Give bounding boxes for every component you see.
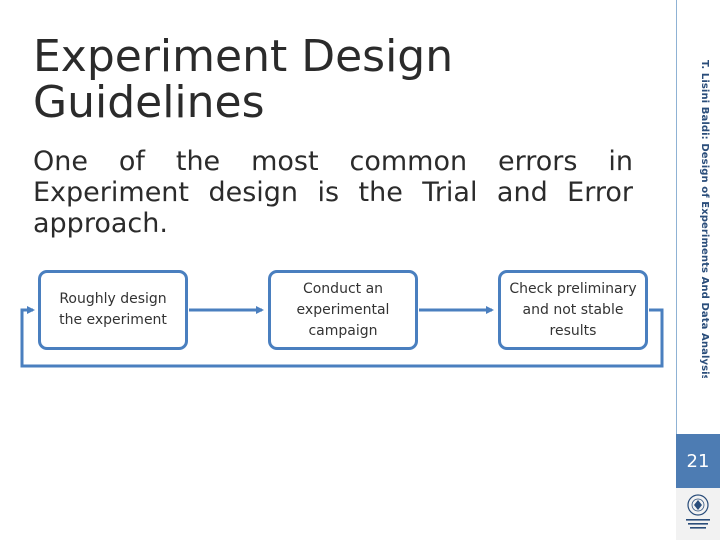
flow-step-label: Check preliminary and not stable results bbox=[509, 280, 637, 339]
slide-title: Experiment Design Guidelines bbox=[33, 31, 454, 128]
flow-step-label: Roughly design the experiment bbox=[59, 291, 167, 328]
university-logo bbox=[676, 488, 720, 540]
university-of-siena-logo-icon bbox=[686, 494, 710, 529]
flow-step-conduct: Conduct an experimental campaign bbox=[268, 270, 418, 350]
page-number: 21 bbox=[676, 434, 720, 488]
sidebar-divider bbox=[676, 0, 677, 540]
flow-step-label: Conduct an experimental campaign bbox=[296, 280, 390, 339]
flow-step-check: Check preliminary and not stable results bbox=[498, 270, 648, 350]
slide-body-text: One of the most common errors in Experim… bbox=[33, 146, 633, 239]
slide-side-caption: T. Lisini Baldi: Design of Experiments A… bbox=[699, 60, 710, 378]
flow-step-design: Roughly design the experiment bbox=[38, 270, 188, 350]
